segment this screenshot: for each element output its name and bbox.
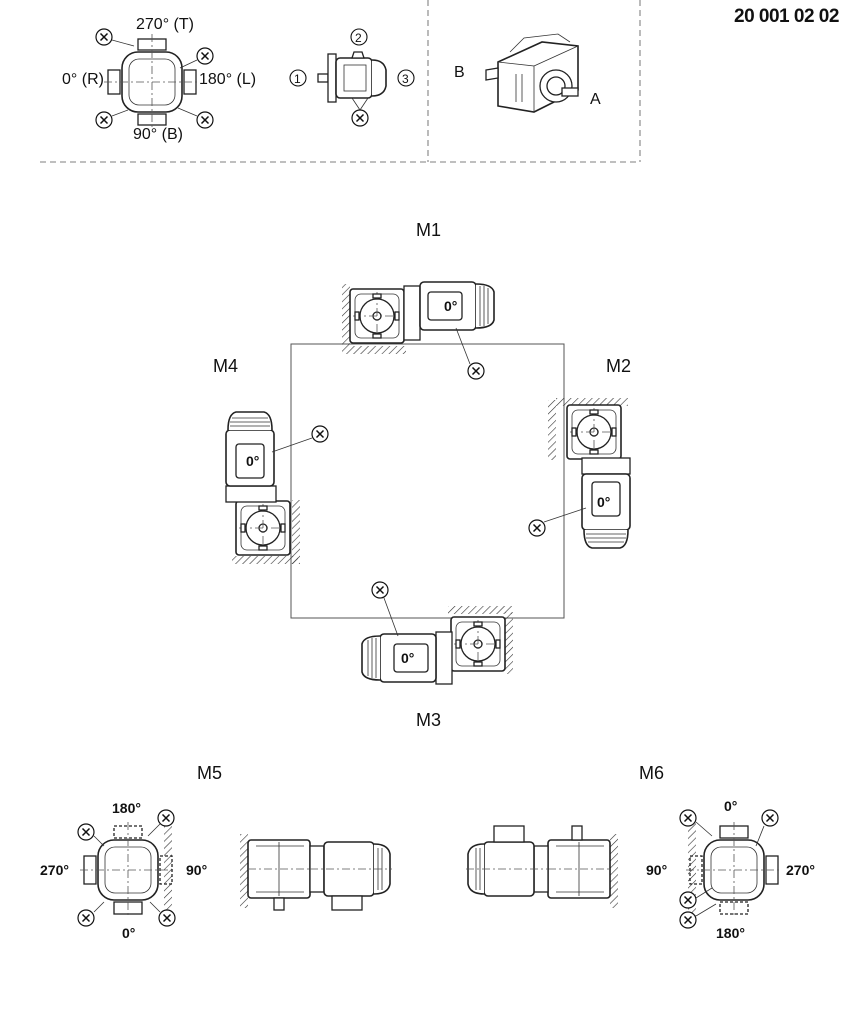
m5-angle-left: 270° bbox=[40, 862, 69, 878]
x-marker-icon bbox=[158, 909, 176, 927]
m6-angle-left: 90° bbox=[646, 862, 667, 878]
x-marker-icon bbox=[351, 109, 369, 127]
x-marker-icon bbox=[196, 47, 214, 65]
side-b-label: B bbox=[454, 64, 465, 81]
position-m4-label: M4 bbox=[213, 356, 238, 376]
angle-bottom-label: 90° (B) bbox=[133, 126, 183, 143]
m2-angle-label: 0° bbox=[597, 494, 610, 510]
m6-top-view-drawing bbox=[686, 822, 782, 918]
m5-angle-bottom: 0° bbox=[122, 925, 135, 941]
m6-angle-top: 0° bbox=[724, 798, 737, 814]
terminal-box-orientation-drawing bbox=[104, 34, 200, 130]
x-marker-icon bbox=[761, 809, 779, 827]
position-m2-label: M2 bbox=[606, 356, 631, 376]
x-marker-icon bbox=[311, 425, 329, 443]
x-marker-icon bbox=[528, 519, 546, 537]
position-m5-label: M5 bbox=[197, 763, 222, 783]
m3-angle-label: 0° bbox=[401, 650, 414, 666]
position-1-label: 1 bbox=[294, 72, 301, 86]
m1-gearmotor-drawing bbox=[342, 281, 495, 354]
position-3-label: 3 bbox=[402, 72, 409, 86]
m4-gearmotor-drawing bbox=[225, 411, 300, 564]
x-marker-icon bbox=[95, 28, 113, 46]
m4-angle-label: 0° bbox=[246, 453, 259, 469]
x-marker-icon bbox=[196, 111, 214, 129]
x-marker-icon bbox=[77, 909, 95, 927]
x-marker-icon bbox=[679, 891, 697, 909]
x-marker-icon bbox=[371, 581, 389, 599]
mounting-frame bbox=[290, 343, 565, 619]
side-a-label: A bbox=[590, 91, 601, 108]
x-marker-icon bbox=[679, 911, 697, 929]
document-code: 20 001 02 02 bbox=[734, 6, 839, 27]
angle-left-label: 0° (R) bbox=[62, 71, 104, 88]
m6-side-view-drawing bbox=[466, 825, 618, 908]
position-m1-label: M1 bbox=[416, 220, 441, 240]
isometric-gearmotor-drawing bbox=[485, 33, 579, 113]
x-marker-icon bbox=[157, 809, 175, 827]
x-marker-icon bbox=[95, 111, 113, 129]
x-marker-icon bbox=[679, 809, 697, 827]
position-2-label: 2 bbox=[355, 31, 362, 45]
legend-panel: 270° (T) 0° (R) 180° (L) 90° (B) 2 1 3 bbox=[40, 0, 641, 163]
m5-angle-top: 180° bbox=[112, 800, 141, 816]
m2-gearmotor-drawing bbox=[548, 398, 631, 549]
m5-top-view-drawing bbox=[80, 822, 176, 918]
angle-top-label: 270° (T) bbox=[136, 16, 194, 33]
m5-angle-right: 90° bbox=[186, 862, 207, 878]
m3-gearmotor-drawing bbox=[361, 606, 513, 685]
x-marker-icon bbox=[77, 823, 95, 841]
m1-angle-label: 0° bbox=[444, 298, 457, 314]
m5-side-view-drawing bbox=[240, 834, 392, 911]
angle-right-label: 180° (L) bbox=[199, 71, 256, 88]
m6-angle-bottom: 180° bbox=[716, 925, 745, 941]
position-m6-label: M6 bbox=[639, 763, 664, 783]
terminal-position-drawing bbox=[317, 51, 387, 103]
position-m3-label: M3 bbox=[416, 710, 441, 730]
m6-angle-right: 270° bbox=[786, 862, 815, 878]
x-marker-icon bbox=[467, 362, 485, 380]
